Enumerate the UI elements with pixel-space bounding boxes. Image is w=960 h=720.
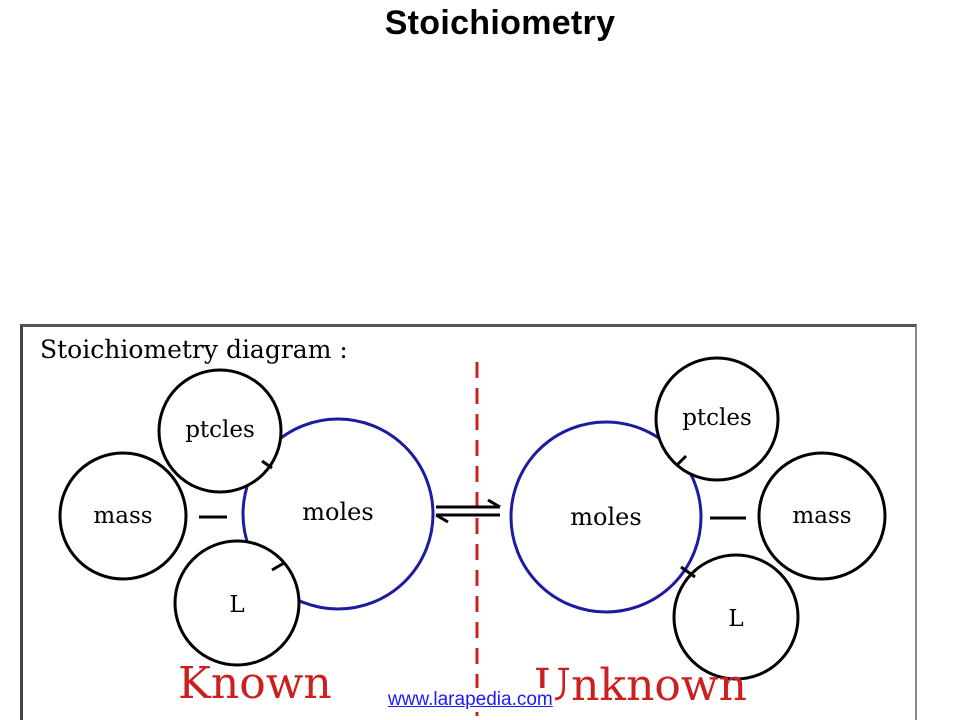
unknown-moles-label: moles (570, 503, 641, 531)
known-ptcles-connector (261, 459, 273, 470)
known-moles-label: moles (302, 498, 373, 526)
unknown-ptcles-circle (654, 356, 780, 482)
known-mass-circle (58, 451, 188, 581)
unknown-l-circle (672, 553, 800, 681)
unknown-ptcles-connector (674, 454, 688, 468)
unknown-mass-label: mass (792, 503, 851, 529)
known-l-circle (173, 539, 301, 667)
slide-title: Stoichiometry (384, 4, 616, 42)
unknown-mass-circle (757, 451, 887, 581)
unknown-ptcles-label: ptcles (682, 405, 752, 431)
source-link[interactable]: www.larapedia.com (386, 688, 555, 712)
unknown-label: Unknown (534, 660, 747, 711)
known-moles-circle (241, 417, 435, 611)
unknown-moles-circle (509, 420, 703, 614)
unknown-l-connector (680, 565, 696, 579)
known-ptcles-circle (157, 368, 283, 494)
known-l-connector (271, 561, 285, 572)
known-label: Known (178, 658, 332, 709)
equilibrium-arrow (435, 498, 501, 524)
known-mass-label: mass (93, 503, 152, 529)
unknown-l-label: L (728, 606, 743, 632)
known-ptcles-label: ptcles (185, 417, 255, 443)
diagram-heading: Stoichiometry diagram : (40, 335, 348, 364)
known-l-label: L (229, 592, 244, 618)
